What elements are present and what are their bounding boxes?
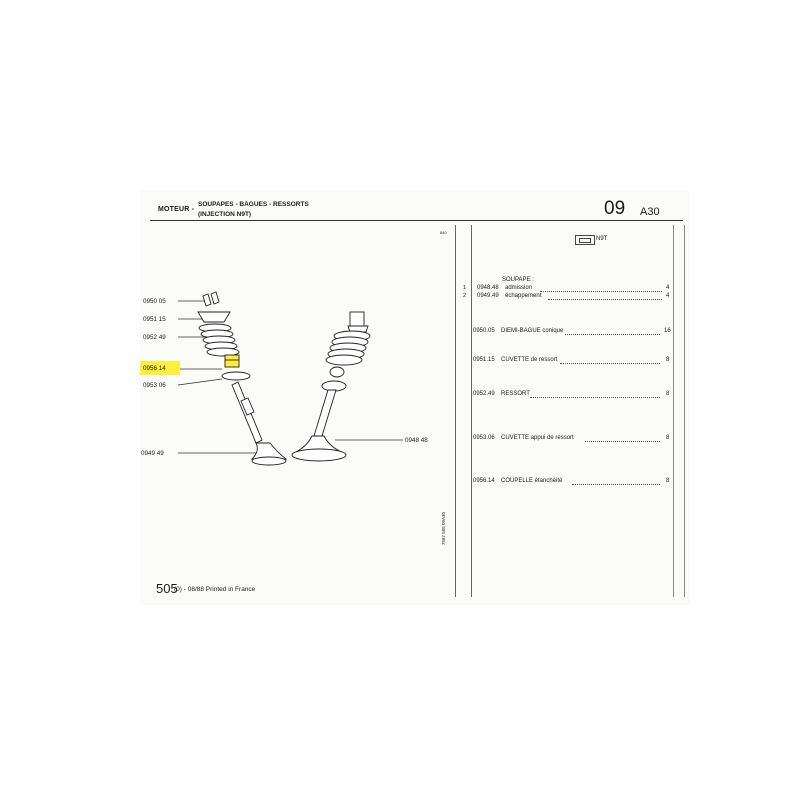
engine-label: N9T bbox=[596, 236, 608, 242]
section-label: MOTEUR - bbox=[158, 206, 195, 213]
row-leader-1 bbox=[540, 291, 662, 292]
column-divider-right bbox=[684, 225, 685, 597]
part-label-0950-05: 0950 05 bbox=[143, 298, 166, 305]
row-desc-7: COUPELLE étanchéité bbox=[501, 478, 563, 484]
row-leader-5 bbox=[530, 397, 660, 398]
part-label-0953-06: 0953 06 bbox=[143, 382, 166, 389]
title-line-2: (INJECTION N9T) bbox=[198, 211, 252, 218]
row-desc-2: échappement bbox=[505, 293, 542, 299]
footer-model: 505 bbox=[156, 581, 178, 596]
row-leader-2 bbox=[548, 299, 662, 300]
header-rule bbox=[150, 220, 683, 221]
footer-print-info: (0) - 08/88 Printed in France bbox=[174, 586, 256, 593]
row-leader-6 bbox=[585, 441, 660, 442]
engine-icon bbox=[575, 235, 595, 245]
column-divider-qty bbox=[673, 225, 674, 597]
row-desc-3: DIEMI-BAGUE conique bbox=[501, 328, 564, 334]
part-label-0949-49: 0949 49 bbox=[141, 450, 164, 457]
part-label-0948-48: 0948 48 bbox=[405, 437, 428, 444]
row-index-1: 1 bbox=[463, 285, 467, 291]
row-desc-6: CUVETTE appui de ressort bbox=[501, 435, 574, 441]
side-reference-code: 7587 505 09A30 bbox=[441, 511, 446, 545]
highlight-marker bbox=[140, 361, 180, 375]
part-label-0952-49: 0952 49 bbox=[143, 334, 166, 341]
row-qty-6: 8 bbox=[666, 435, 670, 441]
row-index-2: 2 bbox=[463, 293, 467, 299]
part-label-0951-15: 0951 15 bbox=[143, 316, 166, 323]
row-desc-5: RESSORT bbox=[501, 391, 530, 397]
title-line-1: SOUPAPES - BAGUES - RESSORTS bbox=[198, 201, 309, 208]
row-qty-7: 8 bbox=[666, 478, 670, 484]
group-number: 09 bbox=[604, 198, 626, 219]
row-ref-2: 0949.49 bbox=[477, 293, 499, 299]
row-qty-4: 8 bbox=[666, 357, 670, 363]
row-ref-3: 0950.05 bbox=[473, 328, 495, 334]
row-desc-4: CUVETTE de ressort bbox=[501, 357, 558, 363]
row-ref-4: 0951.15 bbox=[473, 357, 495, 363]
row-qty-1: 4 bbox=[666, 285, 670, 291]
column-divider-mid bbox=[471, 225, 472, 597]
row-desc-1: admission bbox=[505, 285, 533, 291]
row-leader-3 bbox=[565, 334, 660, 335]
column-header-code: 840 bbox=[440, 230, 447, 235]
row-ref-7: 0956.14 bbox=[473, 478, 495, 484]
row-ref-5: 0952.49 bbox=[473, 391, 495, 397]
row-ref-6: 0953.06 bbox=[473, 435, 495, 441]
table-title: SOUPAPE : bbox=[502, 277, 534, 283]
row-leader-7 bbox=[572, 484, 660, 485]
row-qty-3: 16 bbox=[664, 328, 671, 334]
page-code: A30 bbox=[640, 206, 660, 218]
column-divider-left bbox=[455, 225, 456, 597]
part-label-0956-14: 0956 14 bbox=[143, 365, 166, 372]
row-ref-1: 0948.48 bbox=[477, 285, 499, 291]
row-qty-5: 8 bbox=[666, 391, 670, 397]
row-leader-4 bbox=[560, 363, 660, 364]
row-qty-2: 4 bbox=[666, 293, 670, 299]
